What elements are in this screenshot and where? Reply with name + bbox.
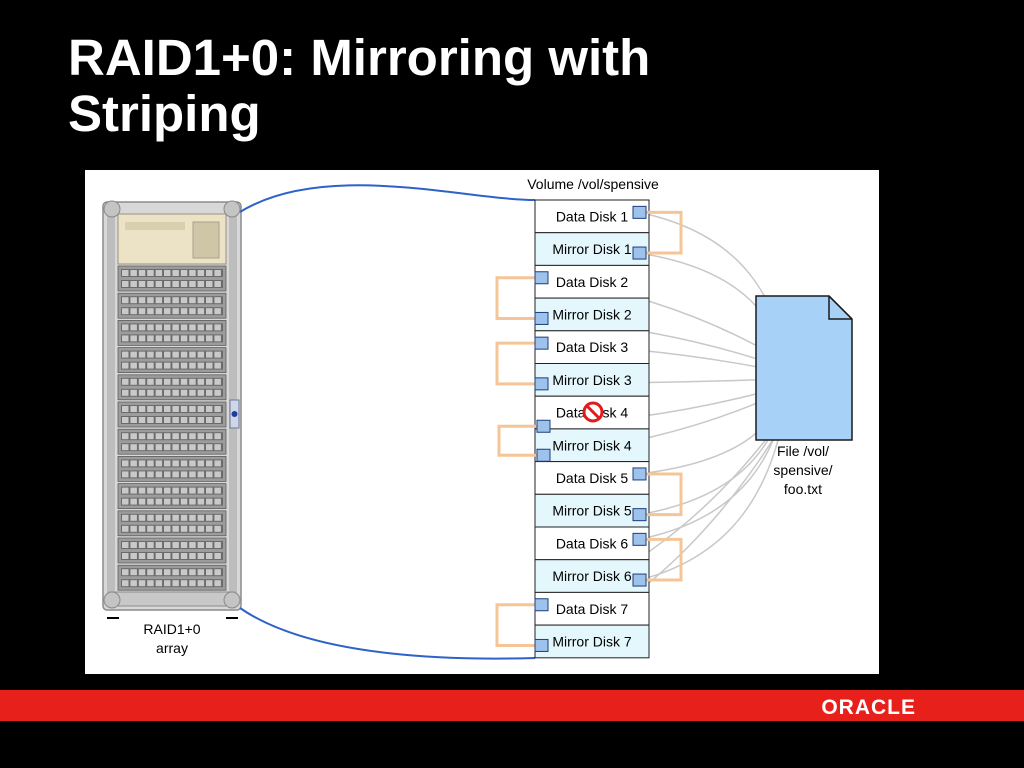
disk-label: Data Disk 5 — [556, 470, 629, 486]
data-block-1 — [632, 205, 647, 219]
data-block-11 — [632, 532, 647, 546]
array-label-line-1: RAID1+0 — [143, 621, 200, 637]
disk-row-14: Mirror Disk 7 — [534, 624, 650, 659]
disk-row-3: Data Disk 2 — [534, 264, 650, 299]
data-block-9 — [632, 467, 647, 481]
data-block-14 — [534, 638, 549, 652]
mirror-bracket-3 — [495, 341, 535, 386]
disk-row-1: Data Disk 1 — [534, 199, 650, 234]
disk-label: Mirror Disk 4 — [552, 437, 632, 453]
disk-label: Data Disk 2 — [556, 274, 629, 290]
disk-row-5: Data Disk 3 — [534, 330, 650, 365]
mirror-bracket-2 — [495, 276, 535, 320]
disk-row-4: Mirror Disk 2 — [534, 297, 650, 332]
mirror-bracket-4 — [497, 424, 537, 457]
disk-row-10: Mirror Disk 5 — [534, 493, 650, 528]
disk-label: Mirror Disk 1 — [552, 241, 632, 257]
data-block-10 — [632, 508, 647, 522]
file-label-line-1: File /vol/ — [777, 443, 829, 459]
data-block-5 — [534, 336, 549, 350]
mirror-brackets — [495, 210, 683, 647]
data-block-4 — [534, 311, 549, 325]
disk-label: Mirror Disk 6 — [552, 568, 632, 584]
data-block-3 — [534, 271, 549, 285]
oracle-logo: ORACLE — [821, 696, 916, 719]
volume-label: Volume /vol/spensive — [527, 176, 659, 192]
failed-disk-icon — [582, 401, 604, 423]
file-label-line-2: spensive/ — [773, 462, 832, 478]
raid-diagram: RAID1+0 array Volume /vol/spensive Data … — [102, 176, 853, 660]
disk-row-6: Mirror Disk 3 — [534, 363, 650, 397]
slide-title: RAID1+0: Mirroring with Striping — [68, 30, 868, 142]
disk-row-9: Data Disk 5 — [534, 461, 650, 495]
raid-array-rack — [102, 200, 242, 619]
mirror-bracket-1 — [645, 210, 683, 255]
disk-stack: Data Disk 1 Mirror Disk 1 Data Disk 2 Mirro… — [534, 199, 650, 659]
disk-row-11: Data Disk 6 — [534, 526, 650, 561]
data-block-13 — [534, 598, 549, 612]
volume-link-bottom — [239, 607, 536, 660]
data-block-12 — [632, 573, 647, 587]
disk-row-13: Data Disk 7 — [534, 591, 650, 626]
data-block-6 — [534, 377, 549, 391]
disk-label: Data Disk 7 — [556, 601, 629, 617]
disk-row-2: Mirror Disk 1 — [534, 232, 650, 266]
disk-label: Mirror Disk 5 — [552, 503, 632, 519]
disk-row-8: Mirror Disk 4 — [534, 428, 650, 463]
mirror-bracket-5 — [645, 472, 683, 517]
data-block-2 — [632, 246, 647, 260]
disk-label: Mirror Disk 7 — [552, 633, 632, 649]
disk-label: Data Disk 1 — [556, 208, 629, 224]
volume-link-top — [239, 184, 536, 213]
mirror-bracket-7 — [495, 603, 535, 647]
slide-title-line-1: RAID1+0: Mirroring with — [68, 29, 651, 86]
disk-label: Mirror Disk 2 — [552, 306, 632, 322]
data-blocks — [534, 205, 647, 652]
file-label-line-3: foo.txt — [784, 481, 822, 497]
footer-bar: ORACLE — [0, 690, 1024, 721]
disk-label: Mirror Disk 3 — [552, 372, 632, 388]
disk-row-12: Mirror Disk 6 — [534, 559, 650, 593]
diagram-panel: RAID1+0 array Volume /vol/spensive Data … — [85, 170, 879, 674]
mirror-bracket-6 — [645, 537, 683, 582]
slide-title-line-2: Striping — [68, 85, 261, 142]
file-icon — [755, 295, 853, 441]
data-block-x — [536, 448, 551, 462]
disk-label: Data Disk 3 — [556, 339, 629, 355]
array-label-line-2: array — [156, 640, 188, 656]
data-block-8 — [536, 419, 551, 433]
disk-label: Data Disk 6 — [556, 535, 629, 551]
